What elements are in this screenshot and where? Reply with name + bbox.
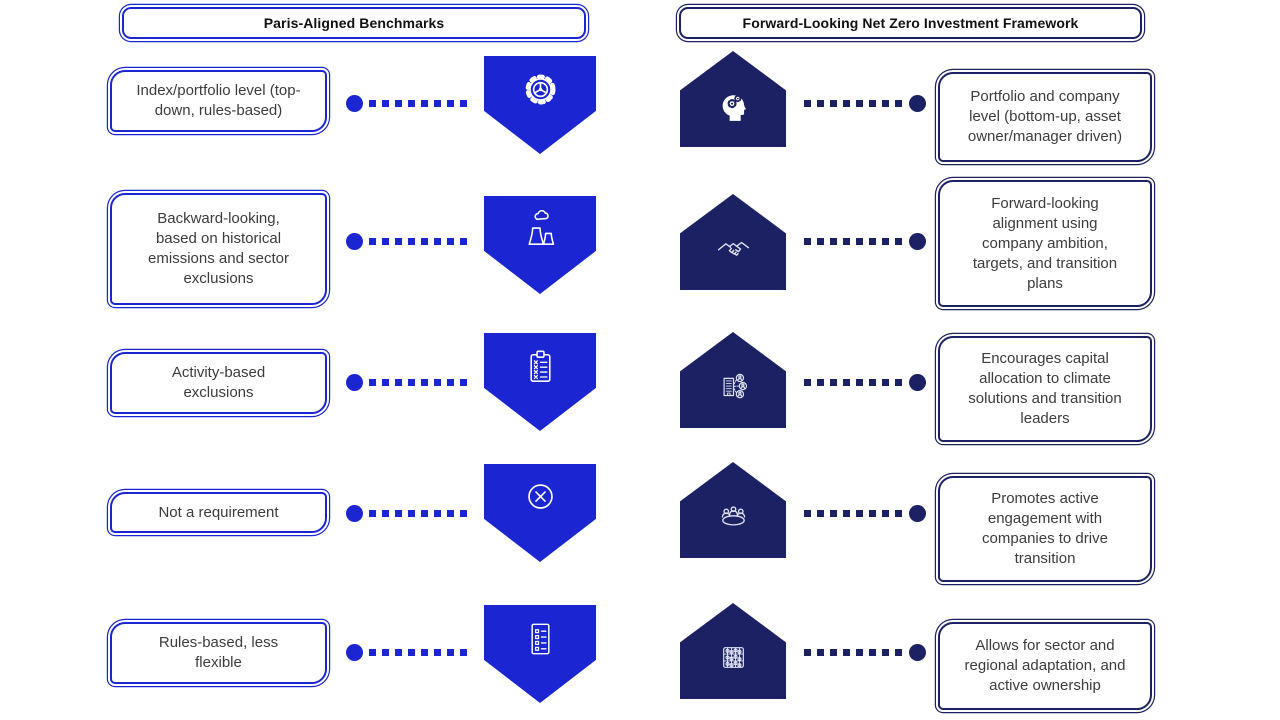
right-connector (804, 504, 926, 522)
right-connector (804, 643, 926, 661)
left-connector (346, 504, 470, 522)
connector-dot (909, 643, 926, 661)
connector-dashes (804, 378, 903, 386)
framework-claim-box: Forward-looking alignment using company … (938, 180, 1152, 307)
gear-governance-icon (525, 74, 555, 105)
meeting-table-icon (721, 505, 745, 526)
connector-dashes (369, 237, 470, 245)
handshake-icon (717, 241, 749, 256)
cross-circle-icon (527, 484, 553, 509)
benchmark-marker (484, 56, 596, 154)
connector-dashes (369, 99, 470, 107)
left-column-header-label: Paris-Aligned Benchmarks (263, 15, 445, 31)
rules-checklist-icon (530, 623, 550, 655)
benchmark-claim-box: Not a requirement (110, 492, 327, 533)
benchmark-claim-box: Index/portfolio level (top-down, rules-b… (110, 70, 327, 132)
connector-dashes (804, 237, 903, 245)
framework-marker (680, 332, 786, 428)
framework-claim-box: Promotes active engagement with companie… (938, 476, 1152, 582)
connector-dot (346, 643, 363, 661)
left-connector (346, 373, 470, 391)
connector-dashes (369, 509, 470, 517)
left-connector (346, 643, 470, 661)
framework-claim-box: Portfolio and company level (bottom-up, … (938, 72, 1152, 162)
framework-claim-text: Promotes active engagement with companie… (982, 490, 1108, 567)
framework-marker (680, 603, 786, 699)
connector-dot (909, 232, 926, 250)
exclusion-checklist-icon (529, 350, 551, 382)
framework-marker (680, 51, 786, 147)
framework-claim-text: Encourages capital allocation to climate… (968, 350, 1122, 427)
connector-dashes (369, 648, 470, 656)
connector-dot (346, 232, 363, 250)
right-column-header-label: Forward-Looking Net Zero Investment Fram… (742, 15, 1079, 31)
right-column-header: Forward-Looking Net Zero Investment Fram… (679, 7, 1142, 39)
framework-claim-box: Encourages capital allocation to climate… (938, 336, 1152, 442)
benchmark-claim-box: Backward-looking, based on historical em… (110, 193, 327, 305)
thinking-head-gears-icon (722, 94, 746, 121)
benchmark-claim-text: Activity-based exclusions (171, 364, 266, 401)
benchmark-marker (484, 196, 596, 294)
connector-dashes (804, 509, 903, 517)
benchmark-marker (484, 605, 596, 703)
benchmark-marker (484, 333, 596, 431)
benchmark-claim-text: Backward-looking, based on historical em… (148, 210, 289, 287)
benchmark-claim-text: Rules-based, less flexible (158, 634, 279, 671)
connector-dot (346, 504, 363, 522)
connector-dashes (804, 648, 903, 656)
connector-dot (346, 94, 363, 112)
power-plant-emissions-icon (527, 209, 554, 245)
connector-dot (346, 373, 363, 391)
framework-claim-text: Allows for sector and regional adaptatio… (964, 637, 1126, 694)
framework-marker (680, 194, 786, 290)
right-connector (804, 94, 926, 112)
right-connector (804, 373, 926, 391)
connector-dashes (369, 378, 470, 386)
framework-marker (680, 462, 786, 558)
benchmark-claim-text: Index/portfolio level (top-down, rules-b… (136, 82, 301, 119)
framework-claim-box: Allows for sector and regional adaptatio… (938, 622, 1152, 710)
right-connector (804, 232, 926, 250)
left-connector (346, 94, 470, 112)
connector-dot (909, 373, 926, 391)
framework-claim-text: Portfolio and company level (bottom-up, … (967, 88, 1123, 145)
abacus-icon (722, 646, 744, 668)
left-connector (346, 232, 470, 250)
benchmark-marker (484, 464, 596, 562)
framework-claim-text: Forward-looking alignment using company … (972, 194, 1118, 292)
benchmark-claim-box: Activity-based exclusions (110, 352, 327, 414)
connector-dashes (804, 99, 903, 107)
benchmark-claim-box: Rules-based, less flexible (110, 622, 327, 684)
company-people-network-icon (723, 373, 747, 398)
benchmark-claim-text: Not a requirement (158, 503, 279, 521)
connector-dot (909, 504, 926, 522)
connector-dot (909, 94, 926, 112)
left-column-header: Paris-Aligned Benchmarks (122, 7, 586, 39)
